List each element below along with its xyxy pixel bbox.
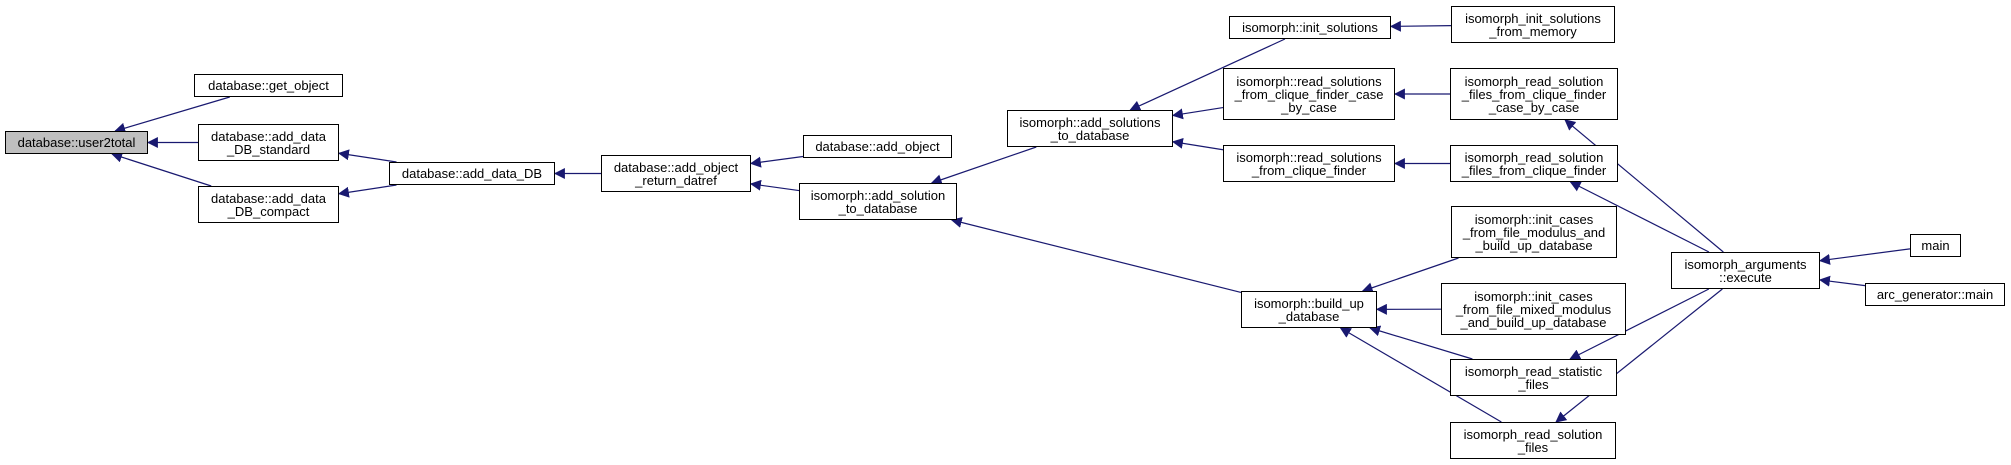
edge-read_solutions_from_clique_finder-to-add_solutions_to_database (1171, 137, 1224, 151)
edge-init_solutions-to-add_solutions_to_database (1129, 38, 1286, 111)
node-add-solutions-to-database[interactable]: isomorph::add_solutions _to_database (1007, 110, 1173, 147)
edge-arguments_execute-to-read_solution_files_from_clique_finder (1569, 181, 1710, 253)
edge-add_data_DB-to-add_data_DB_compact (337, 184, 397, 198)
edge-add_solutions_to_database-to-add_solution_to_database (930, 146, 1037, 185)
edge-read_statistic_files-to-build_up_database (1369, 325, 1473, 360)
edge-build_up_database-to-add_solution_to_database (950, 217, 1242, 294)
node-read-solutions-from-clique-finder-case-by-case[interactable]: isomorph::read_solutions _from_clique_fi… (1223, 68, 1395, 120)
edge-add_data_DB-to-add_data_DB_standard (337, 149, 397, 163)
node-init-cases-from-file-modulus[interactable]: isomorph::init_cases _from_file_modulus_… (1451, 206, 1617, 258)
node-add-data-db[interactable]: database::add_data_DB (389, 162, 555, 185)
node-add-data-db-standard[interactable]: database::add_data _DB_standard (198, 124, 339, 161)
node-add-object-return-datref[interactable]: database::add_object _return_datref (601, 155, 751, 192)
edge-arc_generator_main-to-arguments_execute (1818, 275, 1866, 287)
edge-init_solutions_from_memory-to-init_solutions (1389, 20, 1452, 32)
edge-read_solutions_from_clique_finder_case_by_case-to-add_solutions_to_database (1171, 106, 1224, 120)
edge-main-to-arguments_execute (1818, 248, 1911, 265)
node-read-solution-files-from-clique-finder-case-by-case[interactable]: isomorph_read_solution _files_from_cliqu… (1450, 68, 1618, 120)
node-add-object[interactable]: database::add_object (803, 135, 952, 158)
node-arc-generator-main[interactable]: arc_generator::main (1865, 283, 2005, 306)
node-add-solution-to-database[interactable]: isomorph::add_solution _to_database (799, 183, 957, 220)
edge-add_data_DB_compact-to-user2total (111, 151, 212, 187)
edge-add_solution_to_database-to-add_object_return_datref (749, 179, 800, 192)
node-main[interactable]: main (1910, 234, 1961, 257)
node-init-cases-from-file-mixed-modulus[interactable]: isomorph::init_cases _from_file_mixed_mo… (1441, 283, 1626, 335)
node-read-solution-files[interactable]: isomorph_read_solution _files (1450, 422, 1616, 459)
node-read-solutions-from-clique-finder[interactable]: isomorph::read_solutions _from_clique_fi… (1223, 145, 1395, 182)
node-init-solutions-from-memory[interactable]: isomorph_init_solutions _from_memory (1451, 6, 1615, 43)
edge-get_object-to-user2total (114, 96, 230, 134)
node-add-data-db-compact[interactable]: database::add_data _DB_compact (198, 186, 339, 223)
node-arguments-execute[interactable]: isomorph_arguments ::execute (1671, 252, 1820, 289)
node-build-up-database[interactable]: isomorph::build_up _database (1241, 291, 1377, 328)
edge-init_cases_from_file_modulus-to-build_up_database (1361, 257, 1459, 293)
node-user2total[interactable]: database::user2total (5, 131, 148, 154)
edge-arguments_execute-to-read_solution_files_from_clique_finder_case_by_case (1564, 119, 1724, 253)
edge-add_object-to-add_object_return_datref (749, 155, 804, 168)
node-read-solution-files-from-clique-finder[interactable]: isomorph_read_solution _files_from_cliqu… (1450, 145, 1618, 182)
edge-arguments_execute-to-read_statistic_files (1569, 288, 1710, 360)
node-init-solutions[interactable]: isomorph::init_solutions (1229, 16, 1391, 39)
node-get-object[interactable]: database::get_object (194, 74, 343, 97)
edge-read_solution_files-to-build_up_database (1339, 327, 1502, 423)
edge-arguments_execute-to-read_solution_files (1555, 288, 1723, 423)
node-read-statistic-files[interactable]: isomorph_read_statistic _files (1450, 359, 1617, 396)
